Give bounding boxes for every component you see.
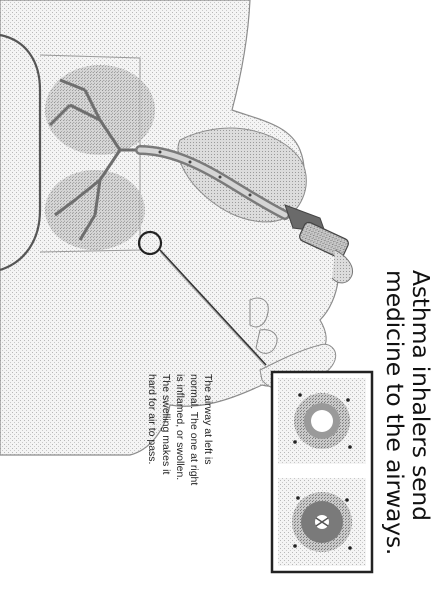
caption-line-3: is inflamed, or swollen. (173, 374, 187, 570)
headline-line-1: Asthma inhalers send (408, 270, 434, 600)
headline: Asthma inhalers send medicine to the air… (382, 270, 434, 600)
caption-line-2: normal. The one at right (187, 374, 201, 570)
inset-caption: The airway at left is normal. The one at… (145, 374, 215, 570)
caption-line-1: The airway at left is (201, 374, 215, 570)
caption-line-4: The swelling makes it (159, 374, 173, 570)
caption-line-5: hard for air to pass. (145, 374, 159, 570)
headline-line-2: medicine to the airways. (382, 270, 408, 600)
